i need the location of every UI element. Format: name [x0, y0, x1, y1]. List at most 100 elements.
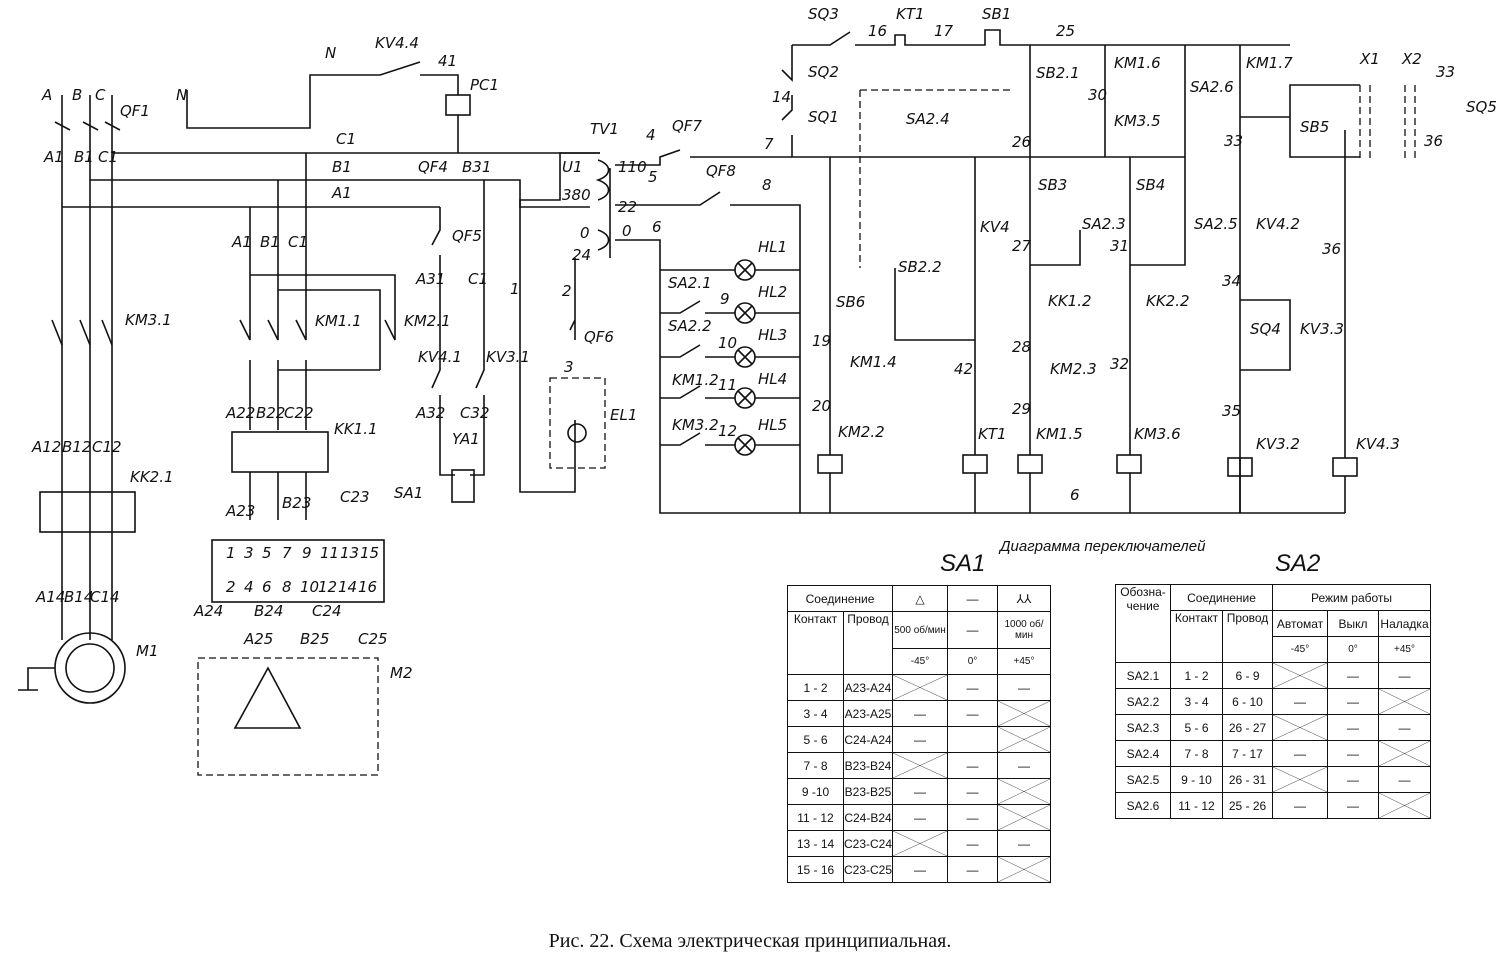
component-label: B14	[64, 588, 93, 606]
component-label: N	[325, 44, 336, 62]
component-label: HL5	[758, 416, 787, 434]
component-label: U1	[562, 158, 583, 176]
switch-state-cell: —	[997, 830, 1052, 857]
wires	[18, 29, 1416, 776]
component-label: C32	[460, 404, 490, 422]
component-label: 9	[302, 544, 312, 562]
switch-state-cell: —	[1327, 740, 1380, 767]
component-label: KK2.1	[130, 468, 174, 486]
component-label: B1	[332, 158, 352, 176]
cell-wire: 6 - 9	[1221, 662, 1274, 689]
switch-state-cell: —	[1327, 792, 1380, 819]
switch-state-cell: —	[947, 830, 999, 857]
sa1-title: SA1	[940, 550, 986, 577]
open-state: —	[1398, 668, 1411, 683]
switch-state-cell: —	[947, 700, 999, 727]
lamp-icon	[660, 344, 800, 368]
switch-state-cell: —	[892, 700, 949, 727]
component-label: 8	[282, 578, 292, 596]
component-label: KM1.5	[1036, 425, 1083, 443]
switch-state-cell: —	[892, 726, 949, 753]
cell-id: SA2.1	[1115, 662, 1171, 689]
component-label: C22	[284, 404, 314, 422]
switch-state-cell: —	[1272, 688, 1329, 715]
component-label: KM3.6	[1134, 425, 1181, 443]
component-label: 26	[1012, 133, 1031, 151]
component-label: KM1.7	[1246, 54, 1293, 72]
component-label: KK1.2	[1048, 292, 1092, 310]
open-state: —	[1398, 772, 1411, 787]
component-label: KV4.1	[418, 348, 462, 366]
component-label: 6	[1070, 486, 1080, 504]
component-label: QF7	[672, 117, 702, 135]
component-label: QF4	[418, 158, 448, 176]
cell-contact: 13 - 14	[787, 830, 844, 857]
sa2-title: SA2	[1275, 550, 1321, 577]
cell-id: SA2.6	[1115, 792, 1171, 819]
component-label: 9	[720, 290, 730, 308]
header-speed: —	[947, 611, 999, 649]
component-label: SB2.2	[898, 258, 942, 276]
component-label: A25	[243, 630, 273, 648]
component-label: B1	[74, 148, 94, 166]
lamp-icon	[660, 385, 800, 409]
cell-wire: C24-B24	[842, 804, 894, 831]
header-contact: Контакт	[1170, 610, 1223, 663]
component-label: X1	[1359, 50, 1380, 68]
component-label: KM2.1	[404, 312, 451, 330]
cell-wire: B23-B24	[842, 752, 894, 779]
component-label: SB3	[1038, 176, 1067, 194]
switch-state-cell	[1378, 792, 1432, 819]
component-label: QF6	[584, 328, 614, 346]
component-label: SQ4	[1250, 320, 1281, 338]
cell-wire: A23-A24	[842, 674, 894, 701]
closed-contact-icon	[893, 831, 947, 856]
component-label: A14	[35, 588, 65, 606]
component-label: 1	[226, 544, 236, 562]
cell-contact: 11 - 12	[1170, 792, 1223, 819]
cell-id: SA2.5	[1115, 766, 1171, 793]
component-label: 11	[320, 544, 339, 562]
header-angle: 0°	[1327, 636, 1380, 663]
component-label: 33	[1436, 63, 1455, 81]
header-wire: Провод	[1221, 610, 1274, 663]
component-label: HL4	[758, 370, 787, 388]
component-label: HL1	[758, 238, 787, 256]
component-label: KV4	[980, 218, 1010, 236]
switch-state-cell: —	[892, 856, 949, 883]
component-label: 35	[1222, 402, 1241, 420]
closed-contact-icon	[1273, 715, 1327, 740]
component-label: 19	[812, 332, 831, 350]
switch-state-cell	[1272, 766, 1329, 793]
open-state: —	[1347, 772, 1360, 787]
component-label: C1	[468, 270, 488, 288]
component-label: C	[95, 86, 106, 104]
header-mode: ⅄⅄	[997, 585, 1052, 612]
open-state: —	[1347, 694, 1360, 709]
cell-contact: 5 - 6	[1170, 714, 1223, 741]
component-label: HL2	[758, 283, 787, 301]
header-mode: —	[947, 585, 999, 612]
component-label: SQ5	[1466, 98, 1497, 116]
cell-id: SA2.2	[1115, 688, 1171, 715]
figure-caption: Рис. 22. Схема электрическая принципиаль…	[548, 930, 952, 952]
component-label: 110	[618, 158, 647, 176]
component-label: 4	[646, 126, 656, 144]
switch-state-cell: —	[1378, 714, 1432, 741]
switch-state-cell: —	[1327, 766, 1380, 793]
switch-state-cell	[1378, 688, 1432, 715]
header-mode-off: Выкл	[1327, 610, 1380, 637]
component-label: A1	[231, 233, 252, 251]
cell-contact: 3 - 4	[1170, 688, 1223, 715]
closed-contact-icon	[1273, 767, 1327, 792]
component-label: 5	[648, 168, 658, 186]
component-label: KV3.3	[1300, 320, 1344, 338]
cell-contact: 3 - 4	[787, 700, 844, 727]
cell-wire: A23-A25	[842, 700, 894, 727]
